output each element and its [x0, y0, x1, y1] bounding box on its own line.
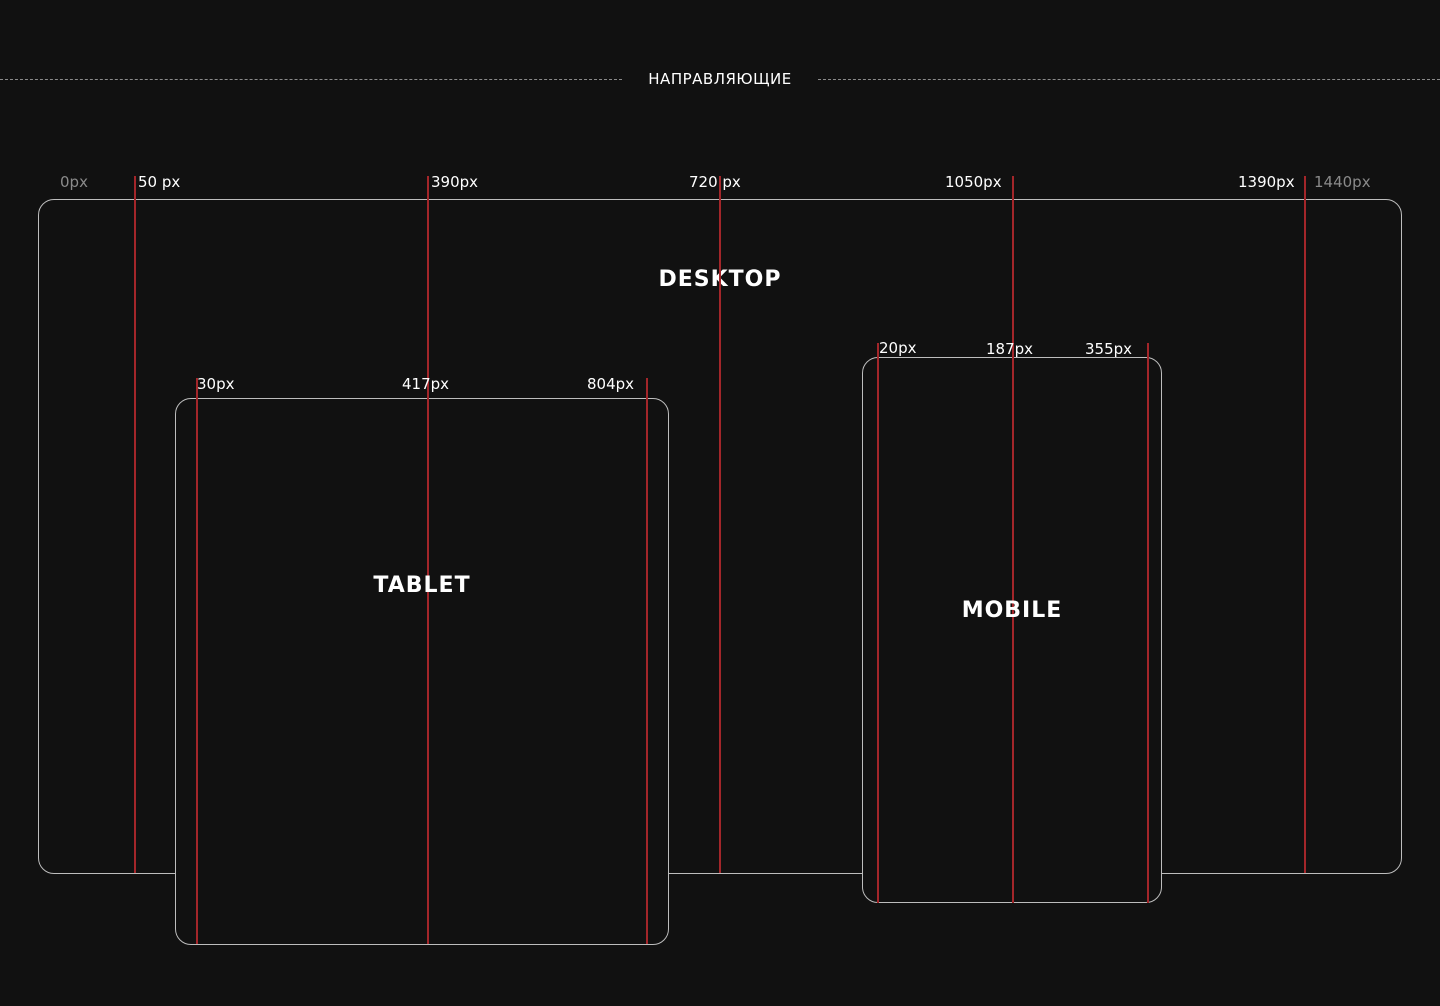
- desktop-guide-50: [134, 176, 136, 873]
- desktop-label-390: 390px: [431, 173, 479, 191]
- tablet-label-30: 30px: [197, 375, 235, 393]
- tablet-label-417: 417px: [402, 375, 450, 393]
- tablet-label-804: 804px: [587, 375, 635, 393]
- desktop-label-50: 50 px: [138, 173, 181, 191]
- divider-left: [0, 79, 622, 80]
- section-title: НАПРАВЛЯЮЩИЕ: [648, 70, 792, 88]
- tablet-guide-417: [427, 378, 429, 944]
- desktop-label-1050: 1050px: [945, 173, 1002, 191]
- tablet-guide-30: [196, 378, 198, 944]
- tablet-frame: [175, 398, 669, 945]
- mobile-label-187: 187px: [986, 340, 1034, 358]
- desktop-guide-1390: [1304, 176, 1306, 873]
- mobile-title: MOBILE: [961, 598, 1063, 623]
- mobile-guide-187: [1012, 343, 1014, 903]
- desktop-guide-720: [719, 176, 721, 873]
- tablet-title: TABLET: [373, 573, 471, 598]
- desktop-label-720: 720 px: [689, 173, 741, 191]
- desktop-label-1390: 1390px: [1238, 173, 1295, 191]
- mobile-label-355: 355px: [1085, 340, 1133, 358]
- mobile-guide-355: [1147, 343, 1149, 903]
- mobile-label-20: 20px: [879, 339, 917, 357]
- divider-right: [818, 79, 1440, 80]
- tablet-guide-804: [646, 378, 648, 944]
- desktop-label-0: 0px: [60, 173, 88, 191]
- desktop-label-1440: 1440px: [1314, 173, 1371, 191]
- mobile-guide-20: [877, 343, 879, 903]
